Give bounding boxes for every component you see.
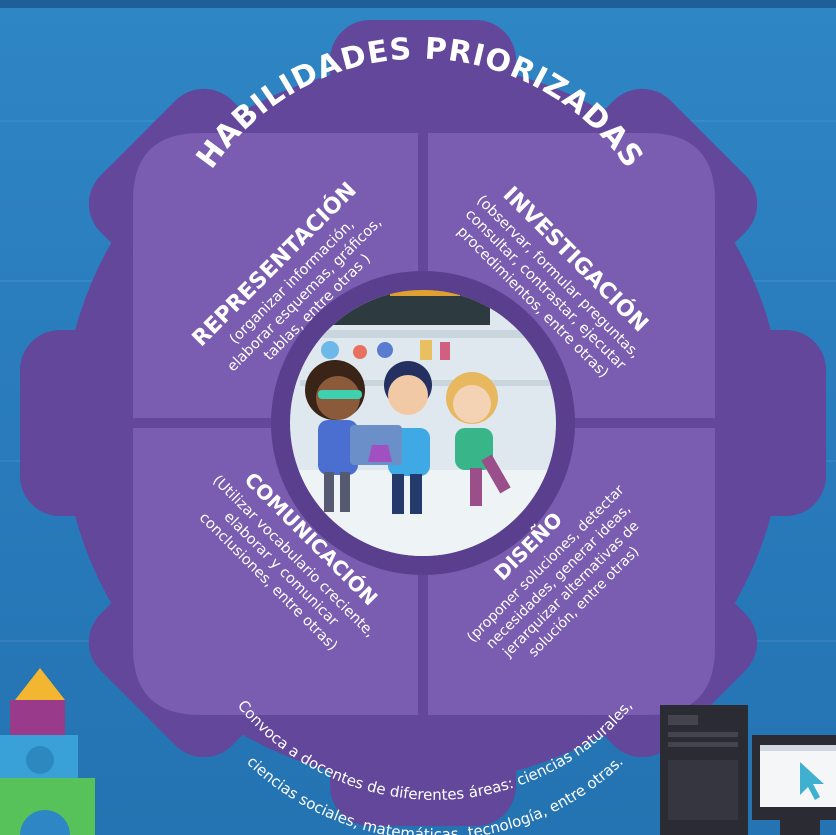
- computer-illustration: [660, 705, 836, 835]
- top-strip: [0, 0, 836, 8]
- toy-blocks-illustration: [0, 668, 95, 835]
